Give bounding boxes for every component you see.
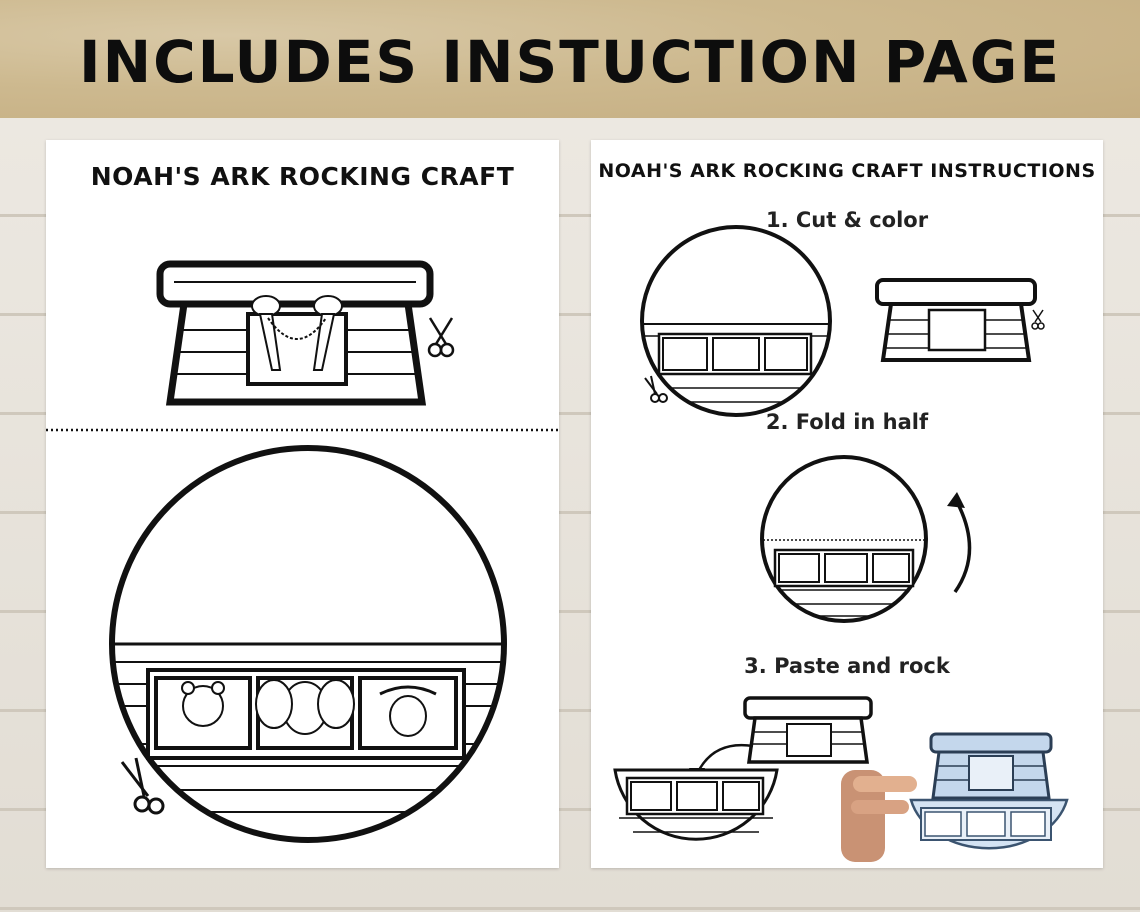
step-3-ark-top (743, 696, 873, 764)
scissors-icon (120, 757, 165, 815)
step-3-half-circle (613, 768, 779, 841)
giraffe-illustration (251, 295, 343, 371)
step-1-label: 1. Cut & color (765, 208, 929, 232)
template-page: NOAH'S ARK ROCKING CRAFT (46, 140, 559, 868)
elephant-illustration (255, 676, 355, 750)
banner-title: INCLUDES INSTUCTION PAGE (78, 28, 1061, 96)
step-1-circle-cutout (640, 225, 832, 417)
bear-illustration (154, 676, 252, 750)
dotted-cut-line (46, 428, 559, 432)
ark-circle-cutout (109, 445, 507, 843)
instruction-page: NOAH'S ARK ROCKING CRAFT INSTRUCTIONS 1.… (591, 140, 1103, 868)
assembled-rocking-ark-photo (841, 732, 1069, 862)
ark-top-cutout (156, 260, 434, 406)
parchment-banner: INCLUDES INSTUCTION PAGE (0, 0, 1140, 118)
scissors-icon (427, 317, 455, 358)
instruction-page-title: NOAH'S ARK ROCKING CRAFT INSTRUCTIONS (598, 160, 1096, 182)
step-2-folded-circle (760, 455, 928, 623)
step-3-label: 3. Paste and rock (744, 654, 950, 678)
step-2-label: 2. Fold in half (765, 410, 929, 434)
hand-illustration (841, 770, 917, 862)
template-page-title: NOAH'S ARK ROCKING CRAFT (90, 162, 515, 191)
scissors-icon (1031, 309, 1045, 330)
buffalo-illustration (358, 676, 458, 750)
scissors-icon (644, 375, 668, 403)
step-1-ark-top (875, 278, 1037, 362)
curved-arrow-icon (947, 492, 972, 594)
